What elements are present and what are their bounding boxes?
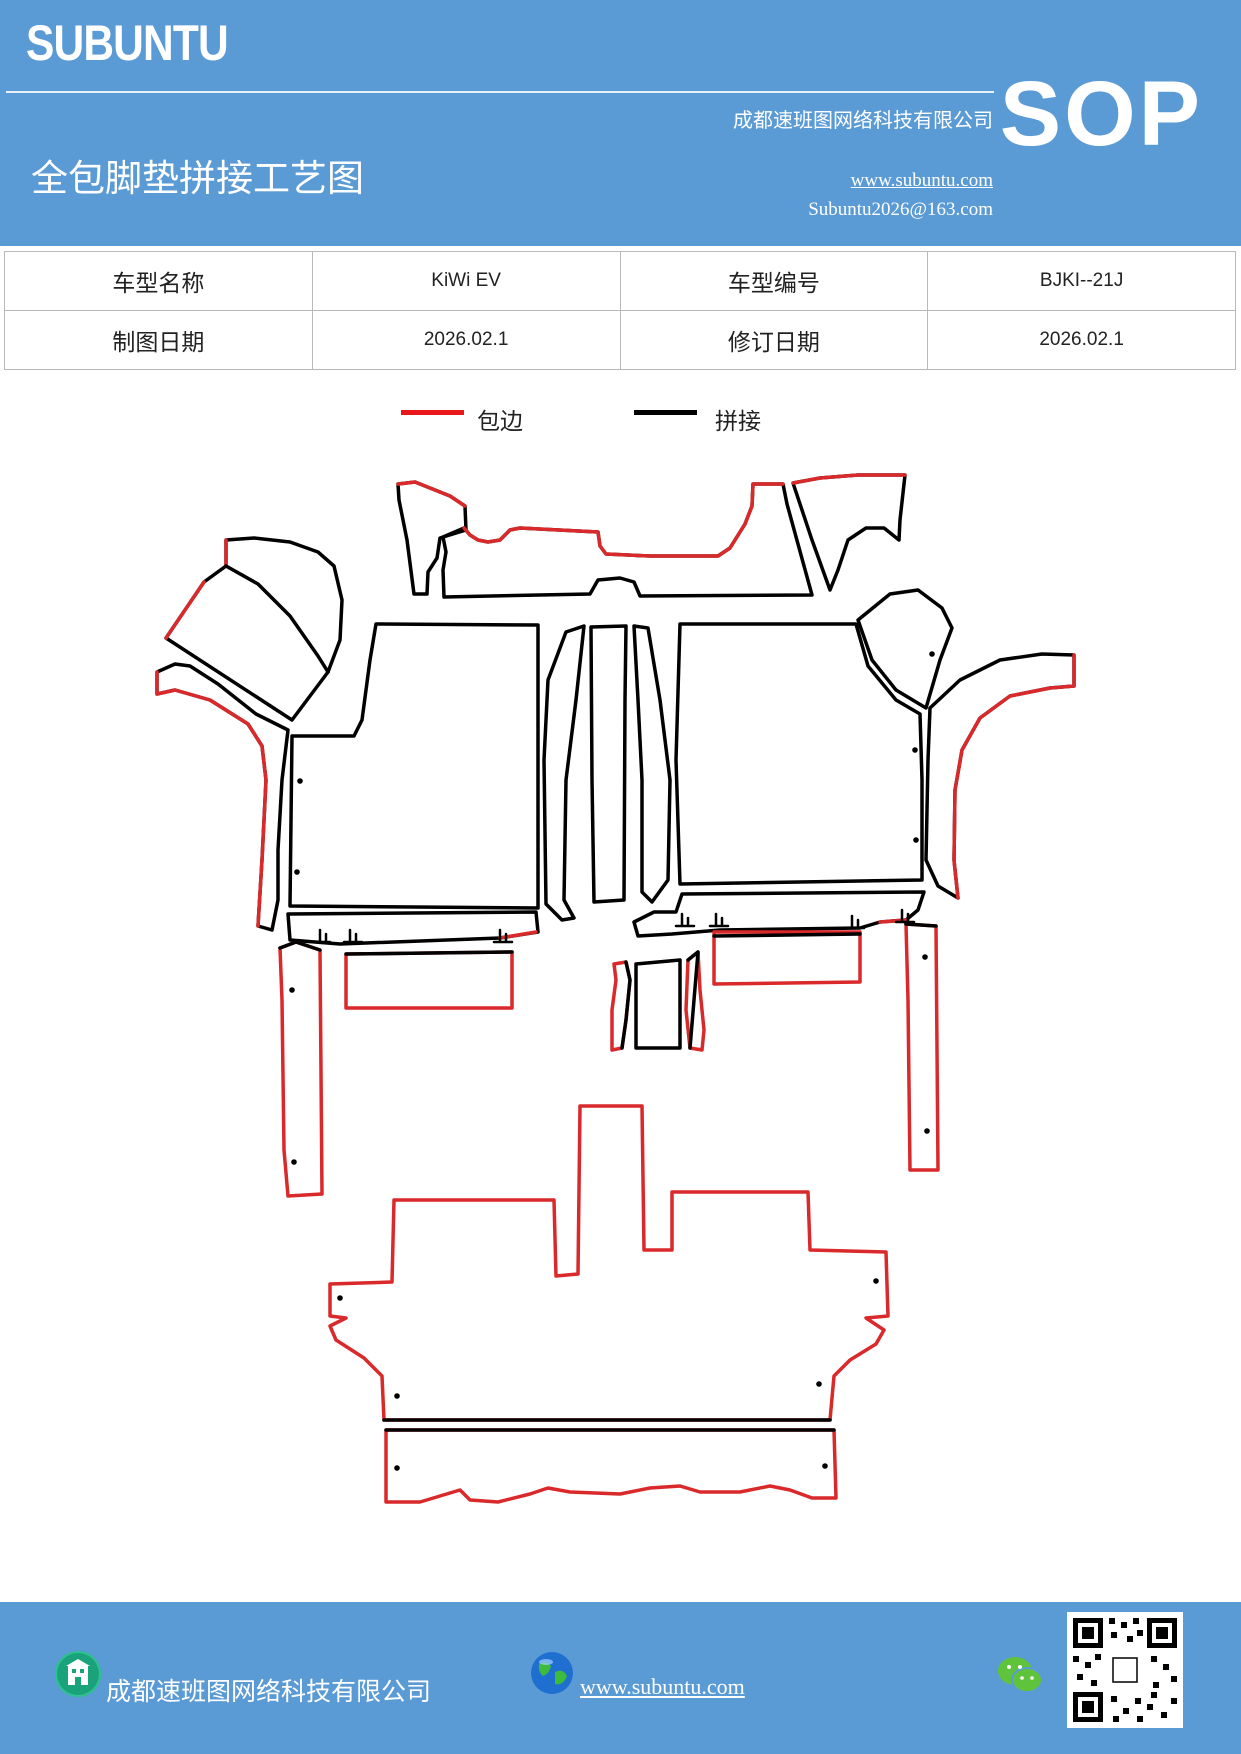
model-code-label: 车型编号 bbox=[619, 251, 929, 311]
fastener-dot bbox=[816, 1381, 822, 1387]
company-name: 成都速班图网络科技有限公司 bbox=[733, 108, 993, 132]
header-divider bbox=[6, 91, 994, 93]
revision-date-label: 修订日期 bbox=[619, 310, 929, 370]
legend-edge-label: 包边 bbox=[477, 409, 523, 435]
mat-piece-rear-main bbox=[328, 1104, 890, 1422]
page-title: 全包脚垫拼接工艺图 bbox=[31, 157, 364, 200]
fastener-dot bbox=[294, 869, 300, 875]
vehicle-info-table: 车型名称 KiWi EV 车型编号 BJKI--21J 制图日期 2026.02… bbox=[4, 251, 1236, 370]
fastener-dot bbox=[924, 1128, 930, 1134]
fastener-dot bbox=[913, 837, 919, 843]
legend-splice-label: 拼接 bbox=[715, 409, 761, 435]
mat-piece-right-fan bbox=[856, 588, 954, 710]
mat-piece-right-floor bbox=[674, 622, 924, 886]
building-icon bbox=[55, 1651, 101, 1697]
splice-marks bbox=[312, 908, 916, 944]
mat-piece-rear-bottom bbox=[384, 1428, 838, 1504]
mat-piece-left-fan bbox=[164, 536, 344, 722]
table-row: 车型名称 KiWi EV 车型编号 BJKI--21J bbox=[4, 251, 1236, 311]
legend-splice-swatch bbox=[634, 410, 697, 415]
fastener-dot bbox=[291, 1159, 297, 1165]
fastener-dot bbox=[297, 778, 303, 784]
fastener-dot bbox=[822, 1463, 828, 1469]
mat-piece-center-small-middle bbox=[634, 958, 682, 1050]
fastener-dot bbox=[873, 1278, 879, 1284]
mat-piece-right-door-strip bbox=[904, 922, 940, 1172]
mat-piece-top-right-small bbox=[791, 473, 907, 592]
drawing-date-value: 2026.02.1 bbox=[311, 310, 621, 370]
footer-company-name: 成都速班图网络科技有限公司 bbox=[106, 1677, 432, 1706]
model-code-value: BJKI--21J bbox=[927, 251, 1236, 311]
legend: 包边 拼接 bbox=[0, 404, 1241, 444]
mat-piece-left-rear-pad bbox=[344, 950, 514, 1010]
mat-piece-left-sill bbox=[155, 662, 290, 932]
mat-piece-center-small-left bbox=[610, 960, 632, 1052]
fastener-dot bbox=[929, 651, 935, 657]
drawing-date-label: 制图日期 bbox=[4, 310, 313, 370]
wechat-icon[interactable] bbox=[996, 1654, 1044, 1696]
header-banner: SUBUNTU 成都速班图网络科技有限公司 全包脚垫拼接工艺图 www.subu… bbox=[0, 0, 1241, 246]
globe-icon bbox=[529, 1650, 575, 1696]
mat-piece-top-tunnel bbox=[441, 482, 814, 599]
fastener-dot bbox=[912, 747, 918, 753]
website-link[interactable]: www.subuntu.com bbox=[850, 170, 993, 191]
fastener-dot bbox=[922, 954, 928, 960]
mat-piece-top-left-small bbox=[396, 480, 468, 596]
mat-piece-tunnel-strip-3 bbox=[632, 624, 672, 904]
model-name-label: 车型名称 bbox=[4, 251, 313, 311]
fastener-dot bbox=[337, 1295, 343, 1301]
mat-layout-drawing bbox=[155, 473, 1076, 1504]
mat-piece-right-rear-strip bbox=[632, 890, 926, 938]
sop-badge: SOP bbox=[999, 63, 1203, 165]
model-name-value: KiWi EV bbox=[311, 251, 621, 311]
mat-piece-left-door-strip bbox=[278, 940, 324, 1198]
mat-piece-tunnel-strip-2 bbox=[589, 624, 628, 904]
mat-piece-left-floor bbox=[288, 622, 540, 910]
table-row: 制图日期 2026.02.1 修订日期 2026.02.1 bbox=[4, 310, 1236, 370]
fastener-dot bbox=[394, 1393, 400, 1399]
fastener-dot bbox=[289, 987, 295, 993]
mat-piece-center-small-right bbox=[684, 950, 706, 1052]
footer-website-link[interactable]: www.subuntu.com bbox=[580, 1674, 745, 1699]
legend-edge-swatch bbox=[401, 410, 464, 415]
mat-piece-tunnel-strip-1 bbox=[542, 624, 586, 922]
mat-piece-right-rear-pad bbox=[712, 930, 862, 986]
email-address[interactable]: Subuntu2026@163.com bbox=[808, 199, 993, 220]
mat-piece-right-sill bbox=[924, 652, 1076, 900]
revision-date-value: 2026.02.1 bbox=[927, 310, 1236, 370]
brand-logo: SUBUNTU bbox=[26, 15, 229, 71]
fastener-dot bbox=[394, 1465, 400, 1471]
qr-code bbox=[1067, 1612, 1183, 1728]
footer-banner: 成都速班图网络科技有限公司 www.subuntu.com bbox=[0, 1602, 1241, 1754]
